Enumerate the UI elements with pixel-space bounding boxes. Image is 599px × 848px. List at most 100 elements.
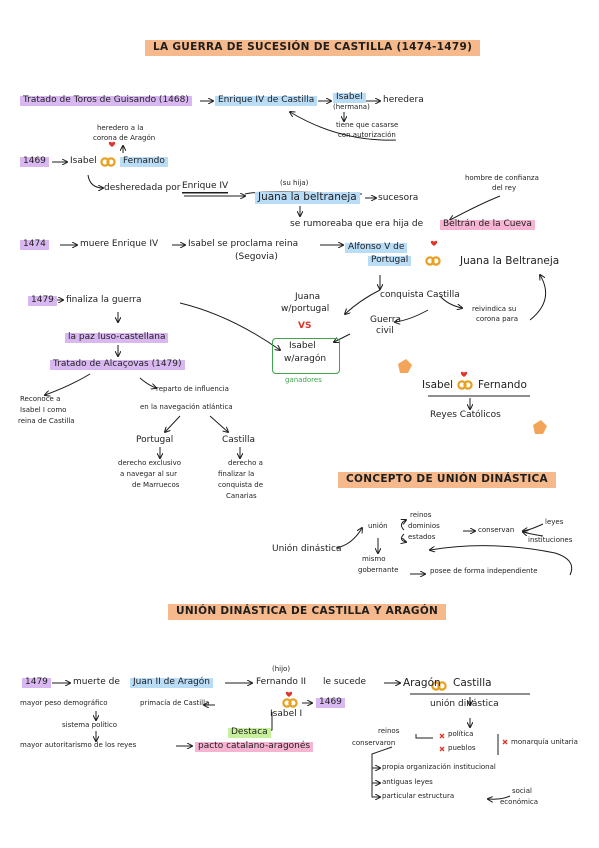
- con-autorizacion: con autorización: [338, 131, 396, 139]
- reparto-2: en la navegación atlántica: [140, 403, 233, 411]
- leyes-word: leyes: [545, 518, 564, 526]
- section-title-castilla-aragon: UNIÓN DINÁSTICA DE CASTILLA Y ARAGÓN: [168, 604, 447, 620]
- heredero-note: heredero a la: [97, 124, 144, 132]
- propia-organizacion: propia organización institucional: [382, 763, 496, 771]
- civil-label: civil: [376, 326, 394, 336]
- isabel-side-label: Isabel: [289, 341, 316, 351]
- hijo-note: (hijo): [272, 665, 291, 673]
- juana-side-label: Juana: [295, 292, 321, 302]
- pacto-catalano: pacto catalano-aragonés: [195, 741, 314, 752]
- mayor-autoritarismo: mayor autoritarismo de los reyes: [20, 741, 137, 749]
- su-hija-note: (su hija): [280, 179, 309, 187]
- antiguas-leyes: antiguas leyes: [382, 778, 433, 786]
- year-1479-b: 1479: [22, 677, 51, 688]
- castilla-label-2: Castilla: [222, 435, 256, 445]
- guerra-label: Guerra: [370, 315, 401, 325]
- alfonso-v-label: Alfonso V de: [345, 242, 408, 253]
- muerte-de: muerte de: [73, 677, 120, 687]
- enrique-iv-label: Enrique IV: [182, 181, 229, 193]
- corona-para-label: corona para: [476, 315, 518, 323]
- w-aragon-label: w/aragón: [284, 354, 327, 364]
- fernando-label: Fernando: [120, 156, 168, 167]
- enrique-iv-castilla: Enrique IV de Castilla: [215, 95, 318, 106]
- clapping-icons: [398, 359, 547, 434]
- isabel-label: Isabel: [333, 92, 366, 103]
- rings-icons: [100, 157, 473, 708]
- isabel-label-2: Isabel: [70, 156, 97, 166]
- fernando-label-2: Fernando: [478, 379, 527, 391]
- isabel-i-label: Isabel I: [270, 709, 303, 719]
- hombre-confianza: hombre de confianza: [465, 174, 539, 182]
- w-portugal-label: w/portugal: [281, 304, 330, 314]
- union-dinastica-label: Unión dinástica: [272, 544, 342, 554]
- sucesora-label: sucesora: [378, 193, 419, 203]
- hermana-note: (hermana): [333, 103, 370, 111]
- year-1474: 1474: [20, 239, 49, 250]
- tiene-que-casarse: tiene que casarse: [336, 121, 399, 129]
- juana-beltraneja-label: Juana la beltraneja: [255, 191, 360, 204]
- gobernante-word: gobernante: [358, 566, 399, 574]
- reivindica-label: reivindica su: [472, 305, 517, 313]
- reinos-word-2: reinos: [378, 727, 400, 735]
- heredera-label: heredera: [383, 95, 424, 105]
- vs-label: VS: [298, 321, 312, 331]
- rumoreaba-label: se rumoreaba que era hija de: [290, 219, 424, 229]
- union-word: unión: [368, 522, 388, 530]
- social-word: social: [512, 787, 532, 795]
- desheredada-label: desheredada por: [104, 183, 181, 193]
- pueblos-word: pueblos: [448, 744, 476, 752]
- corona-aragon-note: corona de Aragón: [93, 134, 156, 142]
- particular-estructura: particular estructura: [382, 792, 455, 800]
- mismo-word: mismo: [362, 555, 386, 563]
- year-1469-b: 1469: [316, 697, 345, 708]
- section-title-union-concepto: CONCEPTO DE UNIÓN DINÁSTICA: [338, 472, 556, 488]
- paz-luso-castellana: la paz luso-castellana: [65, 332, 169, 343]
- castilla-detail-3: conquista de: [218, 481, 264, 489]
- portugal-detail-1: derecho exclusivo: [118, 459, 182, 467]
- monarquia-unitaria: monarquía unitaria: [511, 738, 578, 746]
- muere-enrique: muere Enrique IV: [80, 239, 159, 249]
- isabel-proclama: Isabel se proclama reina: [188, 239, 299, 249]
- reconoce-2: Isabel I como: [20, 406, 67, 414]
- tratado-toros-guisando: Tratado de Toros de Guisando (1468): [20, 95, 192, 106]
- conservan-word: conservan: [478, 526, 515, 534]
- reinos-word: reinos: [410, 511, 432, 519]
- portugal-label-2: Portugal: [136, 435, 174, 445]
- dominios-word: dominios: [408, 522, 440, 530]
- aragon-label: Aragón: [403, 677, 441, 689]
- isabel-label-3: Isabel: [422, 379, 454, 391]
- segovia-note: (Segovia): [235, 252, 278, 262]
- conquista-castilla: conquista Castilla: [380, 290, 460, 300]
- beltran-cueva-label: Beltrán de la Cueva: [440, 219, 535, 230]
- mayor-peso: mayor peso demográfico: [20, 699, 108, 707]
- heart-icons: [108, 141, 468, 697]
- fernando-ii: Fernando II: [256, 677, 307, 687]
- castilla-label-3: Castilla: [453, 677, 492, 689]
- castilla-detail-1: derecho a: [228, 459, 263, 467]
- instituciones-word: instituciones: [528, 536, 573, 544]
- union-dinastica-2: unión dinástica: [430, 699, 499, 709]
- year-1479-a: 1479: [28, 295, 57, 306]
- primacia-castilla: primacía de Castilla: [140, 699, 210, 707]
- portugal-detail-3: de Marruecos: [132, 481, 180, 489]
- juan-ii-aragon: Juan II de Aragón: [130, 677, 214, 688]
- castilla-detail-4: Canarias: [226, 492, 257, 500]
- reconoce-1: Reconoce a: [20, 395, 61, 403]
- year-1469: 1469: [20, 156, 49, 167]
- winner-box: [272, 338, 340, 374]
- le-sucede: le sucede: [323, 677, 367, 687]
- portugal-label: Portugal: [368, 255, 412, 266]
- politica-word: política: [448, 730, 474, 738]
- sistema-politico: sistema político: [62, 721, 118, 729]
- reparto-1: reparto de influencia: [156, 385, 229, 393]
- section-title-guerra: LA GUERRA DE SUCESIÓN DE CASTILLA (1474-…: [145, 40, 481, 56]
- cross-marks: [439, 733, 508, 752]
- destaca-label: Destaca: [228, 727, 271, 738]
- ganadores-label: ganadores: [285, 376, 322, 384]
- juana-beltraneja-label-2: Juana la Beltraneja: [460, 255, 560, 267]
- portugal-detail-2: a navegar al sur: [120, 470, 177, 478]
- posee-independiente: posee de forma independiente: [430, 567, 538, 575]
- castilla-detail-2: finalizar la: [218, 470, 255, 478]
- reconoce-3: reina de Castilla: [18, 417, 75, 425]
